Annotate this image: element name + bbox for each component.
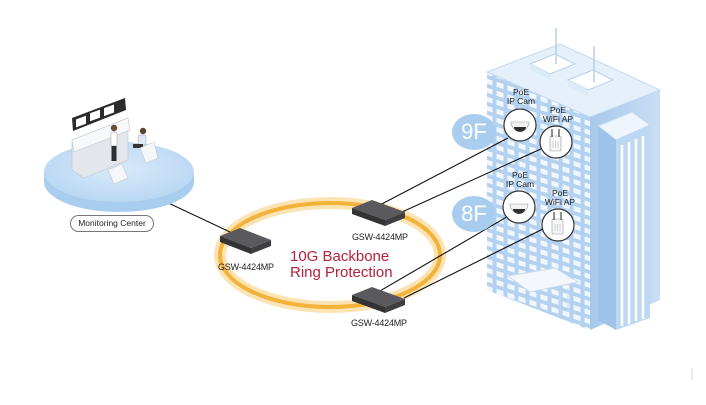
label-line2: WiFi AP xyxy=(542,114,574,124)
label-line1: PoE xyxy=(511,170,529,180)
device-9f-wifi-ap[interactable] xyxy=(539,125,573,159)
label-line1: PoE xyxy=(512,87,530,97)
switch-side-face xyxy=(251,240,271,254)
device-8f-wifi-ap[interactable] xyxy=(541,208,575,242)
switch-top-face xyxy=(220,228,271,248)
side-tower-edge xyxy=(598,126,616,330)
switch-bottom-label: GSW-4424MP xyxy=(351,318,407,328)
switch-left[interactable] xyxy=(220,228,271,254)
ring-title-line1: 10G Backbone xyxy=(290,248,390,265)
switch-side-face xyxy=(385,212,405,226)
switch-side-face xyxy=(385,299,405,313)
device-8f-ip-cam[interactable] xyxy=(502,190,536,224)
switch-front-face xyxy=(352,295,385,313)
side-tower-face xyxy=(616,125,650,330)
operator-seated xyxy=(133,127,159,164)
ring-title: 10G Backbone Ring Protection xyxy=(290,249,393,281)
ring-title-line2: Ring Protection xyxy=(290,264,393,281)
device-9f-ip-cam[interactable] xyxy=(503,108,537,142)
monitor-screen xyxy=(104,104,114,117)
roof-unit-side xyxy=(568,80,588,96)
floor-badge-8f: 8F xyxy=(452,196,496,232)
backbone-ring xyxy=(214,197,446,313)
label-line2: IP Cam xyxy=(506,96,536,106)
switch-top-label: GSW-4424MP xyxy=(352,232,408,242)
monitor-screen xyxy=(76,115,86,128)
9f-wifi-ap-label: PoE WiFi AP xyxy=(538,106,578,124)
side-tower-stripes xyxy=(620,136,645,326)
8f-ip-cam-label: PoE IP Cam xyxy=(502,171,538,189)
chair xyxy=(139,141,159,164)
monitoring-center-illustration xyxy=(44,98,194,212)
monitoring-center-label: Monitoring Center xyxy=(70,215,154,232)
building-canopy xyxy=(506,267,580,293)
link-switch-top-to-9f-cam xyxy=(377,137,509,207)
switch-top[interactable] xyxy=(352,200,405,226)
link-switch-bottom-to-8f-ap xyxy=(403,227,546,299)
switch-bottom[interactable] xyxy=(352,287,405,313)
camera-lens xyxy=(513,209,525,214)
link-switch-top-to-9f-ap xyxy=(401,147,544,213)
roof-unit-side xyxy=(530,64,550,80)
switch-top-face xyxy=(352,200,405,220)
label-line1: PoE xyxy=(549,105,567,115)
link-monitoring-to-switch-left xyxy=(161,199,231,233)
canopy-pillars xyxy=(559,288,569,312)
switch-left-label: GSW-4424MP xyxy=(218,262,274,272)
camera-lens xyxy=(514,127,526,132)
ring-line xyxy=(218,201,442,309)
9f-ip-cam-label: PoE IP Cam xyxy=(503,88,539,106)
connection-lines xyxy=(161,137,546,299)
chair xyxy=(107,163,129,185)
label-line2: WiFi AP xyxy=(544,197,576,207)
operator-standing xyxy=(110,124,118,161)
label-line1: PoE xyxy=(551,188,569,198)
monitor-screen xyxy=(90,109,100,122)
8f-wifi-ap-label: PoE WiFi AP xyxy=(540,189,580,207)
switch-top-face xyxy=(352,287,405,307)
switch-front-face xyxy=(352,208,385,226)
floor-badge-9f: 9F xyxy=(452,114,496,150)
switch-front-face xyxy=(220,236,251,254)
label-line2: IP Cam xyxy=(505,179,535,189)
